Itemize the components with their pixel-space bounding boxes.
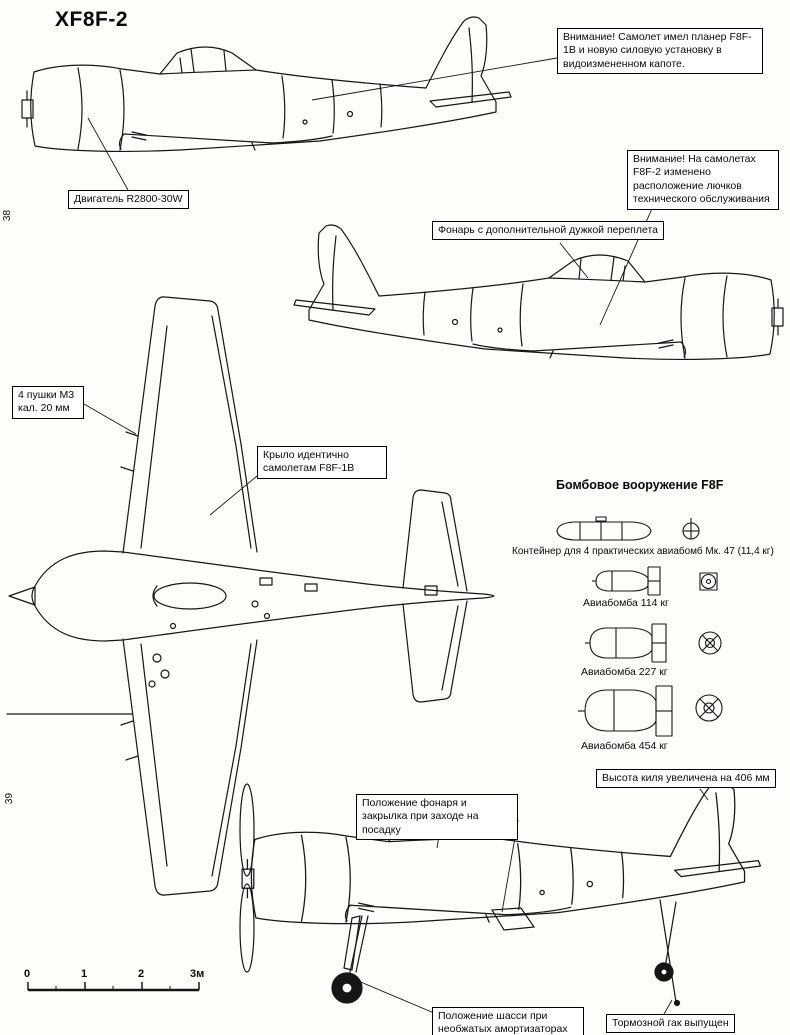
scale-bar — [27, 982, 200, 992]
bomb-454-drawing — [578, 685, 723, 737]
callout-guns: 4 пушки М3 кал. 20 мм — [12, 386, 84, 419]
caption-bomb-114: Авиабомба 114 кг — [583, 597, 669, 609]
page-title: XF8F-2 — [55, 8, 129, 31]
bomb-227-drawing — [585, 623, 722, 663]
scale-label-0: 0 — [24, 968, 31, 980]
caption-bomb-454: Авиабомба 454 кг — [581, 740, 668, 752]
scale-label-1: 1 — [81, 968, 88, 980]
callout-hatches-note: Внимание! На самолетах F8F-2 изменено ра… — [627, 150, 779, 210]
landing-profile-view — [239, 780, 762, 1007]
margin-page-number-39: 39 — [4, 792, 16, 805]
callout-airframe-note: Внимание! Самолет имел планер F8F-1B и н… — [557, 28, 763, 75]
callout-fin: Высота киля увеличена на 406 мм — [596, 769, 776, 789]
armament-heading: Бомбовое вооружение F8F — [556, 478, 724, 492]
callout-gear: Положение шасси при необжатых амортизато… — [432, 1007, 584, 1035]
caption-bomb-227: Авиабомба 227 кг — [581, 666, 668, 678]
bomb-114-drawing — [592, 566, 718, 596]
callout-landing-flaps: Положение фонаря и закрылка при заходе н… — [356, 794, 518, 841]
callout-engine: Двигатель R2800-30W — [68, 190, 189, 210]
callout-wing: Крыло идентично самолетам F8F-1B — [257, 446, 387, 479]
scale-label-3m: 3м — [190, 968, 205, 980]
scale-label-2: 2 — [138, 968, 145, 980]
plan-view — [6, 296, 495, 896]
caption-container: Контейнер для 4 практических авиабомб Мк… — [512, 546, 774, 557]
bomb-armament-drawings — [556, 516, 723, 737]
callout-canopy: Фонарь с дополнительной дужкой переплета — [432, 221, 664, 241]
callout-hook: Тормозной гак выпущен — [606, 1014, 735, 1034]
margin-page-number-38: 38 — [2, 209, 14, 222]
middle-profile-view — [293, 224, 784, 361]
bomb-container-drawing — [556, 516, 700, 541]
